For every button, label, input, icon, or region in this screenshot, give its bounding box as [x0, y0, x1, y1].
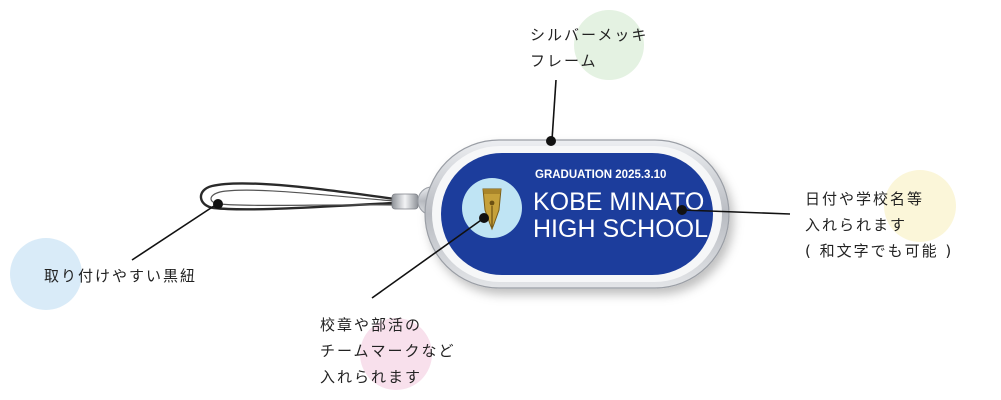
callout-text: 日付や学校名等 入れられます ( 和文字でも可能 ) [805, 190, 954, 260]
leader-text [681, 209, 791, 215]
callout-emblem: 校章や部活の チームマークなど 入れられます [320, 316, 456, 386]
leader-text-dot [677, 205, 687, 215]
black-cord [199, 182, 396, 211]
callout-frame: シルバーメッキ フレーム [530, 26, 649, 70]
decor-blob-green [574, 10, 644, 80]
leader-strap-dot [213, 199, 223, 209]
tag-school-line-1: KOBE MINATO [533, 188, 704, 216]
decor-blob-pink [360, 318, 432, 390]
decor-blob-yellow [884, 170, 956, 242]
tag-date-line: GRADUATION 2025.3.10 [535, 169, 666, 181]
callout-strap: 取り付けやすい黒紐 [44, 267, 198, 285]
leader-emblem [371, 217, 485, 299]
leader-strap [131, 203, 218, 261]
metal-crimp [391, 193, 419, 210]
leader-emblem-dot [479, 213, 489, 223]
pen-nib-icon [482, 188, 502, 231]
leader-frame [551, 79, 557, 141]
leader-frame-dot [546, 136, 556, 146]
tag-school-line-2: HIGH SCHOOL [533, 215, 708, 243]
black-cord-inner [210, 189, 396, 206]
decor-blob-blue [10, 238, 82, 310]
